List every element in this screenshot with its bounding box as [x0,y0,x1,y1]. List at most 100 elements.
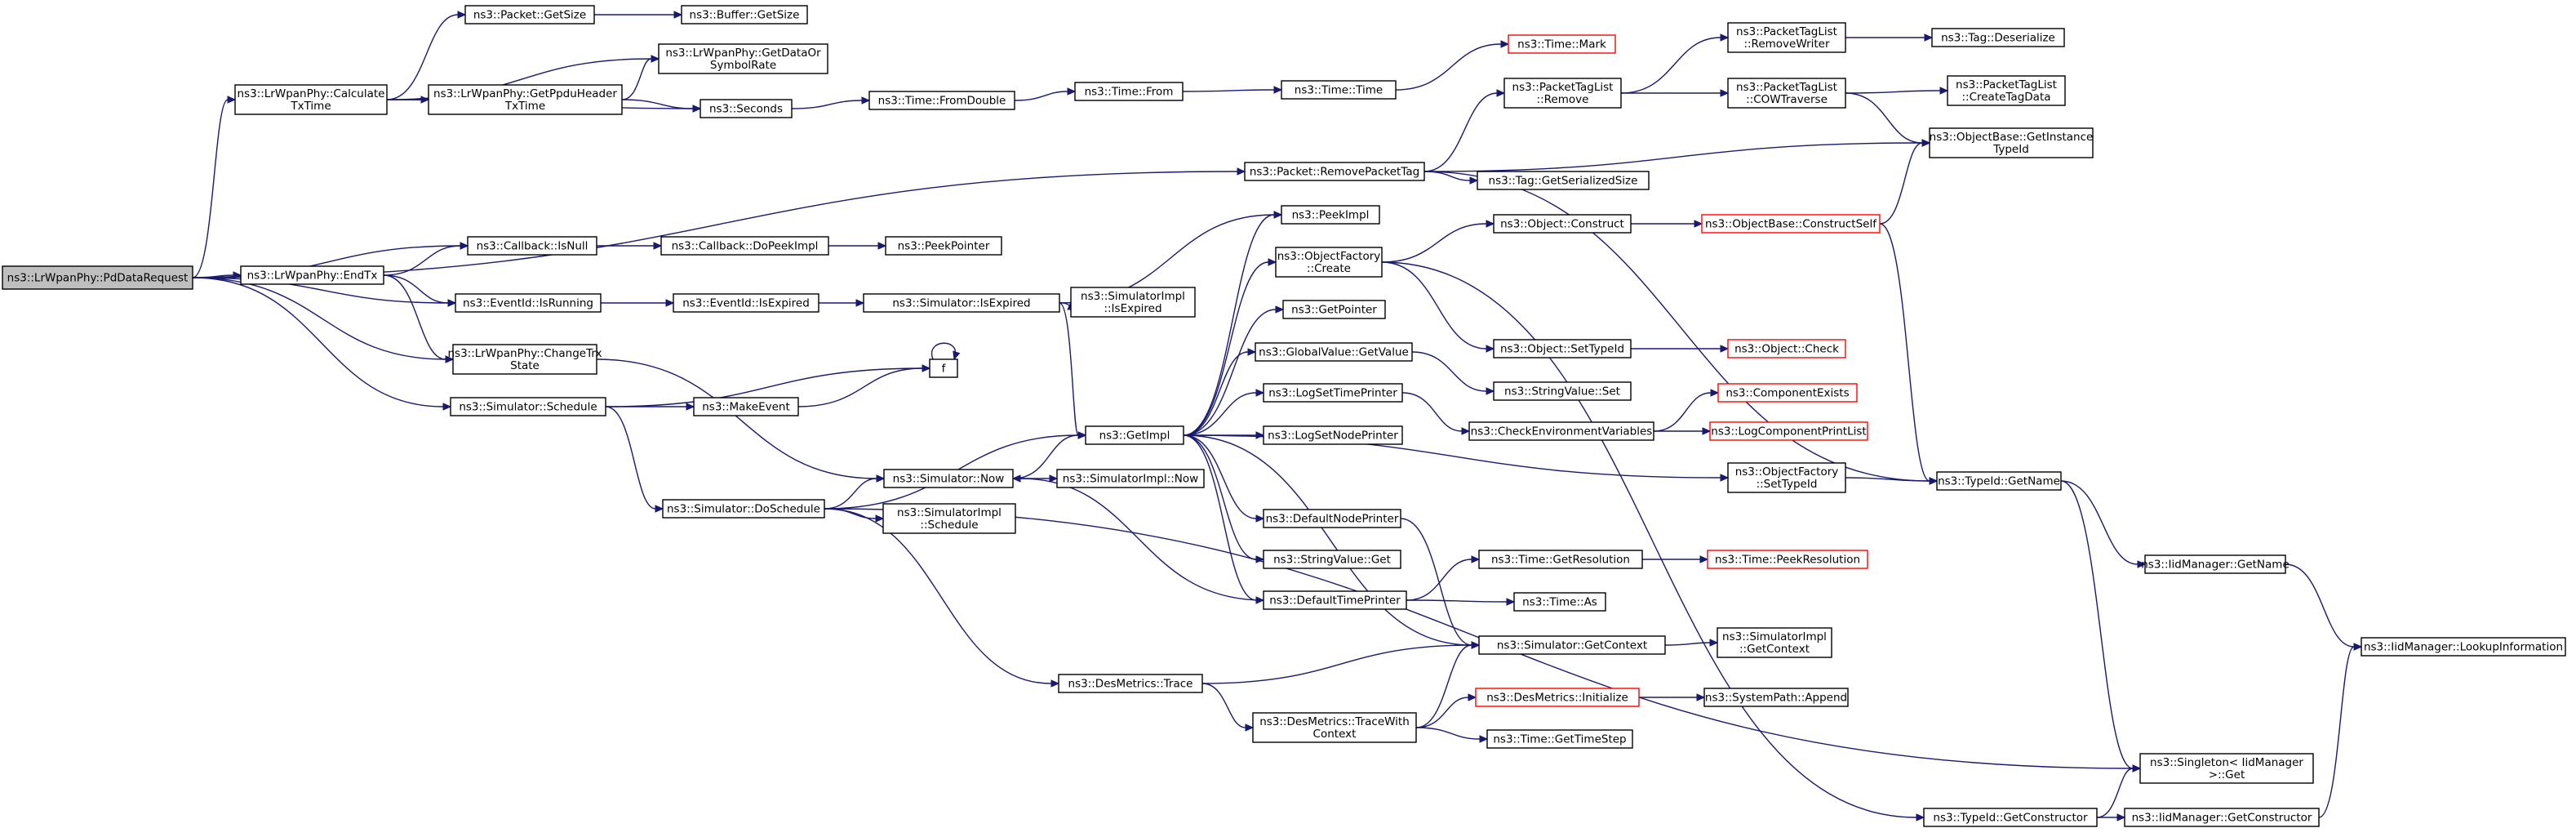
node-ns3-checkenvironmentvariables[interactable]: ns3::CheckEnvironmentVariables [1468,421,1654,441]
node-ns3-seconds[interactable]: ns3::Seconds [700,99,793,118]
node-ns3-desmetrics-initialize[interactable]: ns3::DesMetrics::Initialize [1475,688,1640,707]
node-label: ns3::Tag::Deserialize [1941,32,2055,45]
node-ns3-logcomponentprintlist[interactable]: ns3::LogComponentPrintList [1709,421,1868,441]
node-ns3-buffer-getsize[interactable]: ns3::Buffer::GetSize [681,5,808,24]
edge-n5-n6 [621,99,702,113]
edge-n44-n40 [1183,389,1265,436]
node-ns3-defaultnodeprinter[interactable]: ns3::DefaultNodePrinter [1263,509,1401,528]
node-f[interactable]: f [929,358,958,378]
node-ns3-iidmanager-lookupinformation[interactable]: ns3::IidManager::LookupInformation [2361,637,2566,657]
node-ns3-time-mark[interactable]: ns3::Time::Mark [1508,34,1616,54]
node-ns3-simulator-isexpired[interactable]: ns3::Simulator::IsExpired [863,293,1060,313]
node-ns3-stringvalue-set[interactable]: ns3::StringValue::Set [1493,381,1632,401]
edge-n50-n62 [824,508,1060,688]
node-ns3-object-settypeid[interactable]: ns3::Object::SetTypeId [1493,339,1632,358]
edge-n36-n37 [1411,351,1495,395]
node-label: ns3::Singleton< IidManager [2150,756,2303,769]
node-ns3-defaulttimeprinter[interactable]: ns3::DefaultTimePrinter [1263,590,1407,610]
node-ns3-time-getresolution[interactable]: ns3::Time::GetResolution [1478,550,1643,569]
node-ns3-simulator-getcontext[interactable]: ns3::Simulator::GetContext [1478,635,1666,655]
edge-n44-n55 [1183,434,1265,563]
edge-n24-n49 [1879,223,1939,485]
node-ns3-packettaglist-removewriter[interactable]: ns3::PacketTagList::RemoveWriter [1727,22,1846,53]
node-ns3-typeid-getname[interactable]: ns3::TypeId::GetName [1936,471,2062,491]
node-ns3-getpointer[interactable]: ns3::GetPointer [1282,300,1386,319]
node-ns3-time-as[interactable]: ns3::Time::As [1513,592,1606,612]
node-ns3-peekimpl[interactable]: ns3::PeekImpl [1281,205,1380,225]
node-ns3-time-gettimestep[interactable]: ns3::Time::GetTimeStep [1486,729,1633,749]
node-label: ns3::PacketTagList [1736,25,1837,38]
node-label: ns3::LrWpanPhy::GetDataOr [665,47,821,60]
node-label: ns3::Time::GetTimeStep [1493,733,1626,746]
node-ns3-logsettimeprinter[interactable]: ns3::LogSetTimePrinter [1263,383,1403,403]
node-label: ns3::LrWpanPhy::Calculate [238,87,385,100]
node-label: ns3::Time::From [1085,86,1174,99]
node-box [883,469,1014,488]
node-ns3-lrwpanphy-pddatarequest[interactable]: ns3::LrWpanPhy::PdDataRequest [2,265,193,290]
node-ns3-packettaglist-cowtraverse[interactable]: ns3::PacketTagList::COWTraverse [1727,78,1846,109]
node-ns3-packettaglist-createtagdata[interactable]: ns3::PacketTagList::CreateTagData [1947,75,2066,106]
node-box [1727,462,1846,493]
node-ns3-callback-dopeekimpl[interactable]: ns3::Callback::DoPeekImpl [660,236,829,256]
node-ns3-packet-removepackettag[interactable]: ns3::Packet::RemovePacketTag [1244,162,1425,181]
node-box [1727,78,1846,109]
node-ns3-tag-getserializedsize[interactable]: ns3::Tag::GetSerializedSize [1477,171,1650,190]
node-ns3-time-peekresolution[interactable]: ns3::Time::PeekResolution [1707,550,1868,569]
edge-n35-n35 [930,342,961,361]
node-ns3-object-construct[interactable]: ns3::Object::Construct [1493,214,1632,234]
node-ns3-stringvalue-get[interactable]: ns3::StringValue::Get [1263,550,1401,569]
edge-n17-n16 [1423,139,1931,172]
node-box [1468,421,1654,441]
node-ns3-logsetnodeprinter[interactable]: ns3::LogSetNodePrinter [1263,425,1403,445]
node-label: ns3::TypeId::GetConstructor [1933,812,2088,825]
edge-n49-n67 [2060,480,2142,772]
node-ns3-peekpointer[interactable]: ns3::PeekPointer [885,236,1002,256]
node-ns3-objectfactory-settypeid[interactable]: ns3::ObjectFactory::SetTypeId [1727,462,1846,493]
node-ns3-callback-isnull[interactable]: ns3::Callback::IsNull [467,236,597,256]
node-ns3-getimpl[interactable]: ns3::GetImpl [1085,425,1184,445]
node-ns3-simulator-schedule[interactable]: ns3::Simulator::Schedule [450,397,606,416]
node-ns3-systempath-append[interactable]: ns3::SystemPath::Append [1703,688,1849,707]
node-ns3-simulatorimpl-now[interactable]: ns3::SimulatorImpl::Now [1056,469,1205,488]
node-ns3-time-fromdouble[interactable]: ns3::Time::FromDouble [868,91,1015,110]
node-box [681,5,808,24]
node-ns3-time-time[interactable]: ns3::Time::Time [1281,80,1397,100]
node-ns3-object-check[interactable]: ns3::Object::Check [1727,339,1846,358]
node-ns3-componentexists[interactable]: ns3::ComponentExists [1717,383,1858,403]
node-ns3-packet-getsize[interactable]: ns3::Packet::GetSize [464,5,595,24]
node-ns3-eventid-isexpired[interactable]: ns3::EventId::IsExpired [673,293,819,313]
node-ns3-packettaglist-remove[interactable]: ns3::PacketTagList::Remove [1503,78,1622,109]
node-ns3-objectfactory-create[interactable]: ns3::ObjectFactory::Create [1275,247,1383,278]
node-ns3-objectbase-constructself[interactable]: ns3::ObjectBase::ConstructSelf [1701,214,1881,234]
node-ns3-makeevent[interactable]: ns3::MakeEvent [693,397,799,416]
node-ns3-iidmanager-getconstructor[interactable]: ns3::IidManager::GetConstructor [2124,808,2320,827]
node-label: TxTime [504,100,545,113]
node-ns3-simulatorimpl-schedule[interactable]: ns3::SimulatorImpl::Schedule [882,503,1016,534]
node-label: ns3::Tag::GetSerializedSize [1489,175,1638,188]
edge-n44-n30 [1183,258,1277,436]
node-ns3-simulator-doschedule[interactable]: ns3::Simulator::DoSchedule [662,499,825,519]
node-label: ns3::SystemPath::Append [1705,692,1847,705]
node-ns3-time-from[interactable]: ns3::Time::From [1074,82,1184,101]
node-ns3-lrwpanphy-endtx[interactable]: ns3::LrWpanPhy::EndTx [240,265,384,285]
node-ns3-eventid-isrunning[interactable]: ns3::EventId::IsRunning [455,293,602,313]
node-ns3-desmetrics-trace[interactable]: ns3::DesMetrics::Trace [1058,674,1203,693]
node-ns3-simulator-now[interactable]: ns3::Simulator::Now [883,469,1014,488]
node-ns3-singleton-iidmanager-get[interactable]: ns3::Singleton< IidManager >::Get [2139,753,2314,784]
node-label: ns3::Simulator::GetContext [1497,639,1647,652]
edge-n34-n46 [596,358,886,483]
node-ns3-simulatorimpl-getcontext[interactable]: ns3::SimulatorImpl::GetContext [1717,627,1832,658]
node-ns3-simulatorimpl-isexpired[interactable]: ns3::SimulatorImpl::IsExpired [1070,287,1196,318]
node-ns3-globalvalue-getvalue[interactable]: ns3::GlobalValue::GetValue [1255,342,1413,362]
node-label: ns3::GlobalValue::GetValue [1259,346,1409,359]
node-label: ns3::IidManager::GetName [2141,559,2290,572]
node-ns3-iidmanager-getname[interactable]: ns3::IidManager::GetName [2141,554,2290,574]
node-ns3-typeid-getconstructor[interactable]: ns3::TypeId::GetConstructor [1923,808,2098,827]
node-ns3-tag-deserialize[interactable]: ns3::Tag::Deserialize [1931,28,2065,47]
